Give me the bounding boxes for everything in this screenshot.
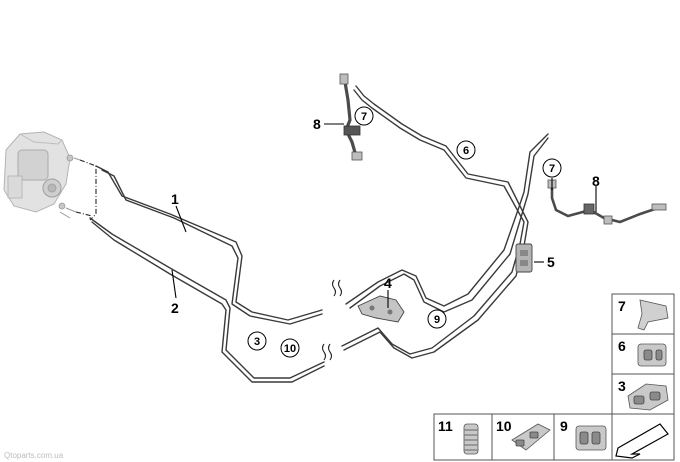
legend-number-9: 9 bbox=[560, 418, 568, 434]
callout-2: 2 bbox=[171, 300, 179, 316]
rear-brake-hose bbox=[547, 179, 667, 225]
legend-number-7: 7 bbox=[618, 298, 626, 314]
legend-number-11: 11 bbox=[438, 418, 453, 434]
front-brake-hose bbox=[339, 73, 363, 161]
clip-3-icon bbox=[627, 383, 669, 411]
callouts: 1 2 4 5 8 8 7 7 6 3 10 9 bbox=[171, 106, 600, 358]
callout-6: 6 bbox=[463, 145, 469, 157]
clip-7-icon bbox=[637, 299, 669, 331]
legend-number-6: 6 bbox=[618, 338, 626, 354]
clip-10-icon bbox=[511, 423, 551, 451]
legend-number-3: 3 bbox=[618, 378, 626, 394]
legend-box-6: 6 bbox=[611, 333, 675, 375]
callout-4: 4 bbox=[384, 275, 392, 291]
clip-6-icon bbox=[637, 343, 667, 367]
legend-box-7: 7 bbox=[611, 293, 675, 335]
callout-5: 5 bbox=[547, 254, 555, 270]
callout-7-rear: 7 bbox=[549, 163, 555, 175]
brake-line-1 bbox=[95, 165, 323, 325]
callout-9: 9 bbox=[434, 314, 440, 326]
pipe-bracket bbox=[357, 295, 405, 323]
callout-8-rear: 8 bbox=[592, 173, 600, 189]
brake-line-2 bbox=[89, 217, 325, 383]
connection-dashes bbox=[75, 159, 97, 221]
legend-box-9: 9 bbox=[553, 413, 613, 461]
clip-9-icon bbox=[575, 425, 607, 451]
direction-arrow-icon bbox=[615, 423, 669, 459]
legend-box-3: 3 bbox=[611, 373, 675, 415]
watermark: Qtoparts.com.ua bbox=[4, 451, 64, 460]
callout-8-front: 8 bbox=[313, 116, 321, 132]
break-marks bbox=[321, 279, 343, 361]
legend-number-10: 10 bbox=[496, 418, 512, 434]
legend-box-11: 11 bbox=[433, 413, 493, 461]
callout-7-front: 7 bbox=[361, 111, 367, 123]
sleeve-11-icon bbox=[463, 423, 479, 455]
callout-3: 3 bbox=[254, 336, 260, 348]
callout-10: 10 bbox=[284, 343, 296, 355]
connector-5 bbox=[515, 243, 533, 273]
abs-hydraulic-unit bbox=[3, 131, 81, 219]
legend-box-10: 10 bbox=[491, 413, 555, 461]
legend-box-arrow bbox=[611, 413, 675, 461]
rear-brake-lines bbox=[341, 85, 549, 359]
callout-1: 1 bbox=[171, 191, 179, 207]
